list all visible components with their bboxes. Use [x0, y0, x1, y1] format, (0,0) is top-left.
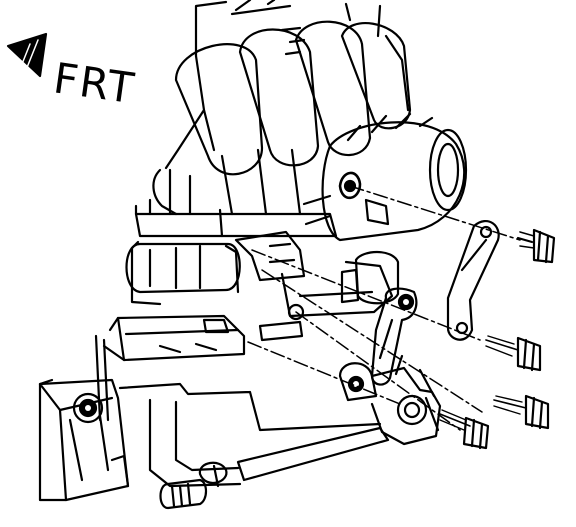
alternator-bracket	[446, 220, 500, 341]
alignment-lines	[247, 185, 521, 431]
bolt-lower	[493, 394, 550, 430]
bolt-middle	[485, 335, 542, 372]
bolt-bottom	[439, 409, 490, 450]
front-label: FRT	[51, 53, 139, 113]
engine-block	[134, 0, 412, 238]
alternator	[302, 112, 468, 242]
direction-arrow-icon	[6, 32, 48, 78]
bolt-upper	[516, 228, 556, 264]
front-indicator: FRT	[6, 32, 139, 113]
drive-shaft	[118, 382, 390, 510]
left-mount	[38, 378, 130, 502]
torque-strut	[338, 287, 442, 446]
mount-bracket	[234, 230, 400, 342]
